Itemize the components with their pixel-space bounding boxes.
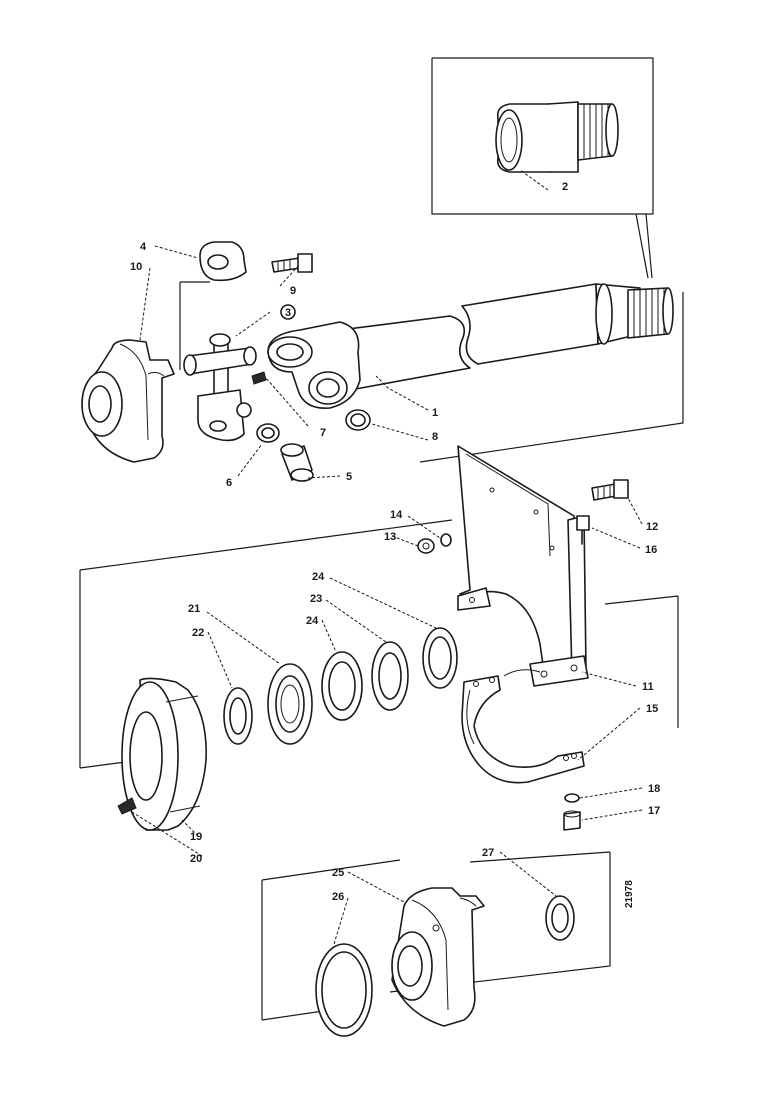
callout-24-lower: 24 — [306, 615, 319, 627]
callout-25: 25 — [332, 867, 344, 879]
callout-24-upper: 24 — [312, 571, 325, 583]
callout-3: 3 — [285, 307, 291, 319]
callout-7: 7 — [320, 427, 326, 439]
callout-23: 23 — [310, 593, 322, 605]
callout-6: 6 — [226, 477, 232, 489]
callout-8: 8 — [432, 431, 438, 443]
needle-bearing-cup-part-5 — [280, 443, 314, 482]
oil-seal-part-27 — [545, 895, 575, 941]
spline-yoke-part-2 — [495, 101, 619, 173]
o-ring-part-26 — [315, 943, 373, 1037]
hex-bolt-part-16 — [576, 515, 590, 545]
callout-26: 26 — [332, 891, 344, 903]
universal-joint-spider-part-3 — [183, 333, 257, 442]
callout-4: 4 — [140, 241, 147, 253]
callout-5: 5 — [346, 471, 352, 483]
callout-3-circle — [280, 304, 296, 320]
support-bracket-part-11 — [457, 445, 589, 687]
figure-number: 21978 — [624, 880, 635, 908]
companion-flange-part-25 — [391, 887, 485, 1027]
rubber-mount-part-19 — [121, 677, 207, 831]
shim-washer-part-24-b — [422, 627, 458, 689]
inset-frame-spline-detail — [431, 57, 654, 215]
callout-21: 21 — [188, 603, 200, 615]
callout-13: 13 — [384, 531, 396, 543]
callout-9: 9 — [290, 285, 296, 297]
callout-17: 17 — [648, 805, 660, 817]
callout-14: 14 — [390, 509, 403, 521]
callout-19: 19 — [190, 831, 202, 843]
callout-10: 10 — [130, 261, 142, 273]
seal-ring-part-6 — [256, 423, 280, 443]
callout-12: 12 — [646, 521, 658, 533]
callout-labels: 1 2 3 4 5 6 7 8 9 10 11 12 13 14 15 16 1… — [130, 181, 660, 903]
washer-part-14 — [440, 533, 452, 547]
flange-yoke-part-10 — [81, 339, 175, 463]
callout-18: 18 — [648, 783, 660, 795]
propeller-shaft-tube-part-1 — [267, 283, 674, 409]
upper-assembly-frame — [179, 213, 684, 463]
nut-part-13 — [417, 538, 435, 554]
callout-22: 22 — [192, 627, 204, 639]
washer-part-18 — [564, 793, 580, 803]
callout-27: 27 — [482, 847, 494, 859]
leader-lines — [131, 169, 643, 945]
shim-washer-part-24-a — [321, 651, 363, 721]
bolt-part-9 — [271, 253, 313, 273]
seal-part-23 — [371, 641, 409, 711]
grease-nipple-part-20 — [117, 797, 137, 815]
callout-1: 1 — [432, 407, 438, 419]
callout-20: 20 — [190, 853, 202, 865]
ball-bearing-part-21 — [267, 663, 313, 745]
center-bearing-frame — [79, 519, 679, 769]
seal-ring-part-8 — [345, 409, 371, 431]
callout-15: 15 — [646, 703, 658, 715]
nut-part-17 — [563, 810, 581, 831]
callout-16: 16 — [645, 544, 657, 556]
grease-nipple-part-7 — [251, 371, 267, 385]
yoke-bracket-part-4 — [199, 241, 247, 282]
callout-11: 11 — [642, 681, 654, 693]
bearing-strap-part-15 — [461, 669, 585, 784]
bolt-part-12 — [591, 479, 629, 501]
dust-seal-part-22 — [223, 687, 253, 745]
callout-2: 2 — [562, 181, 568, 193]
